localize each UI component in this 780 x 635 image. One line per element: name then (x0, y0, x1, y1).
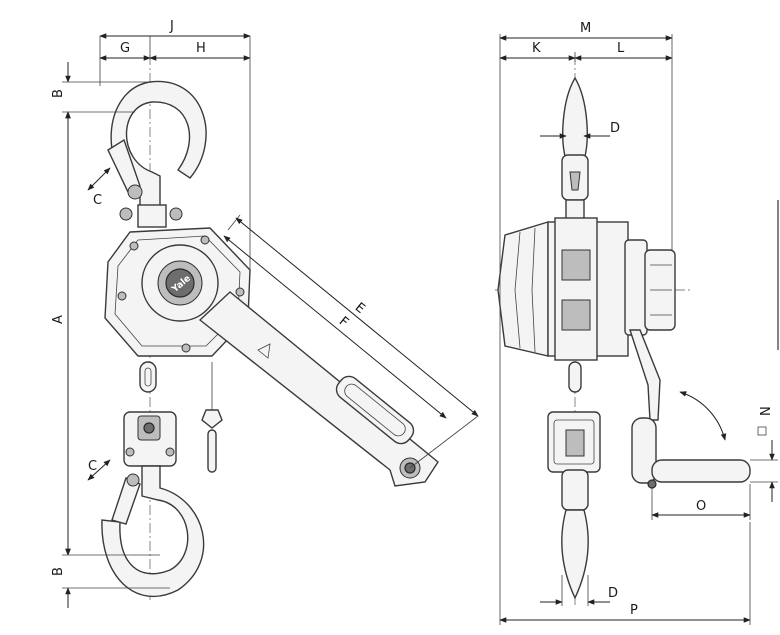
dim-label-G: G (120, 41, 130, 56)
dim-label-M: M (580, 21, 591, 36)
load-chain (139, 361, 223, 473)
right-front-view: M K L D D N O P (495, 21, 778, 625)
bottom-hook-edge-view (547, 361, 601, 600)
top-hook-edge-view (561, 76, 589, 226)
dim-label-L: L (617, 41, 625, 56)
dim-label-C-top: C (93, 193, 102, 208)
hoist-body-front (497, 217, 676, 361)
dim-label-B-bottom: B (51, 567, 66, 576)
dim-label-O: O (696, 499, 706, 514)
dim-label-N: N (759, 406, 774, 416)
lever-handle (198, 291, 439, 487)
dim-label-C-bottom: C (88, 459, 97, 474)
bottom-hook (101, 411, 205, 598)
top-hook (107, 80, 207, 228)
dim-label-P: P (630, 603, 638, 618)
lever-front-view (629, 329, 751, 489)
dim-label-D-top: D (610, 121, 620, 136)
dim-label-H: H (196, 41, 206, 56)
dim-label-K: K (532, 41, 541, 56)
dim-label-B-top: B (51, 89, 66, 98)
dim-label-D-bottom: D (608, 586, 618, 601)
square-symbol (757, 426, 767, 436)
dim-label-J: J (169, 19, 174, 34)
dim-label-A: A (51, 315, 66, 324)
dim-label-F: F (336, 314, 351, 330)
left-side-view: Yale (51, 19, 479, 608)
